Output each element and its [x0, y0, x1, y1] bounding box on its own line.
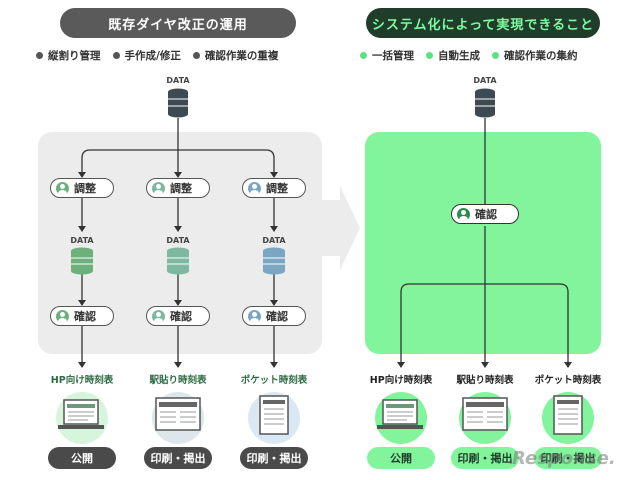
- right-bullets: 一括管理 自動生成 確認作業の集約: [360, 48, 578, 63]
- bullet-item: 確認作業の集約: [492, 48, 578, 63]
- bullet-item: 縦割り管理: [36, 48, 101, 63]
- adjust-step: 調整: [242, 178, 306, 198]
- output-label: 駅貼り時刻表: [456, 375, 514, 386]
- left-arrowheads: [78, 172, 278, 368]
- adjust-step: 調整: [50, 178, 114, 198]
- bullet-dot-icon: [112, 52, 120, 59]
- bullet-dot-icon: [360, 52, 367, 59]
- confirm-step: 確認: [451, 204, 519, 224]
- data-label: DATA: [473, 76, 497, 85]
- person-icon: [56, 309, 69, 323]
- left-connectors: [81, 118, 275, 362]
- database-icon: [167, 247, 189, 275]
- laptop-icon: [56, 392, 108, 444]
- output-label: 駅貼り時刻表: [149, 375, 207, 386]
- bullet-item: 一括管理: [360, 48, 414, 63]
- booklet-icon: [542, 392, 594, 444]
- data-label: DATA: [70, 236, 94, 245]
- output-label: ポケット時刻表: [534, 375, 602, 386]
- bullet-item: 自動生成: [426, 48, 480, 63]
- laptop-icon: [375, 392, 427, 444]
- database-icon: [71, 247, 93, 275]
- person-icon: [248, 181, 261, 195]
- confirm-step: 確認: [50, 306, 114, 326]
- data-label: DATA: [166, 236, 190, 245]
- bullet-item: 手作成/修正: [112, 48, 181, 63]
- person-icon: [152, 181, 165, 195]
- adjust-step: 調整: [146, 178, 210, 198]
- action-publish: 公開: [367, 447, 435, 469]
- database-icon: [475, 88, 495, 118]
- left-bullets: 縦割り管理 手作成/修正 確認作業の重複: [36, 48, 278, 63]
- bullet-dot-icon: [36, 52, 43, 59]
- output-label: HP向け時刻表: [50, 375, 114, 386]
- booklet-icon: [248, 392, 300, 444]
- person-icon: [457, 207, 470, 221]
- right-connectors: [400, 118, 569, 362]
- arrow-right-icon: [322, 186, 360, 270]
- output-label: ポケット時刻表: [240, 375, 308, 386]
- action-print-post: 印刷・掲出: [240, 447, 308, 469]
- database-icon: [263, 247, 285, 275]
- action-print-post: 印刷・掲出: [451, 447, 519, 469]
- left-title: 既存ダイヤ改正の運用: [60, 8, 296, 38]
- bullet-dot-icon: [492, 52, 499, 59]
- bullet-dot-icon: [426, 52, 433, 59]
- poster-icon: [152, 392, 204, 444]
- person-icon: [56, 181, 69, 195]
- confirm-step: 確認: [146, 306, 210, 326]
- output-label: HP向け時刻表: [369, 375, 433, 386]
- data-label: DATA: [166, 76, 190, 85]
- database-icon: [168, 88, 188, 118]
- confirm-step: 確認: [242, 306, 306, 326]
- poster-icon: [459, 392, 511, 444]
- action-print-post: 印刷・掲出: [534, 447, 602, 469]
- person-icon: [152, 309, 165, 323]
- right-title: システム化によって実現できること: [366, 8, 600, 38]
- action-print-post: 印刷・掲出: [144, 447, 212, 469]
- data-label: DATA: [262, 236, 286, 245]
- action-publish: 公開: [48, 447, 116, 469]
- bullet-dot-icon: [192, 52, 200, 59]
- bullet-item: 確認作業の重複: [192, 48, 278, 63]
- watermark: Response.: [512, 448, 616, 469]
- right-panel: [365, 132, 601, 354]
- person-icon: [248, 309, 261, 323]
